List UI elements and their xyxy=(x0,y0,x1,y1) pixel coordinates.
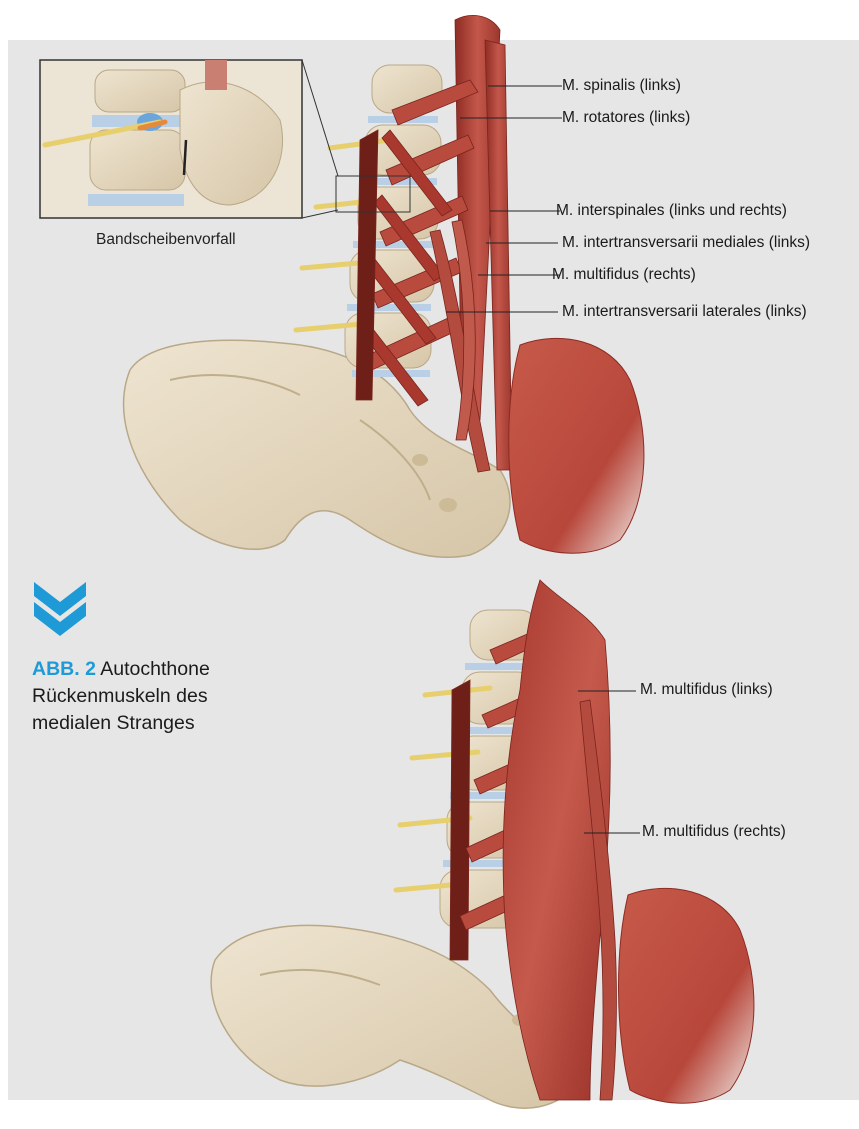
figure-title-line3: medialen Stranges xyxy=(32,712,195,734)
label-multifidus-right-top: M. multifidus (rechts) xyxy=(552,266,696,284)
inset-caption: Bandscheibenvorfall xyxy=(96,231,236,249)
top-pelvis xyxy=(124,340,510,557)
figure-title-line2: Rückenmuskeln des xyxy=(32,685,208,707)
double-chevron-down-icon xyxy=(30,578,90,638)
bottom-gluteus xyxy=(618,888,753,1103)
label-spinalis-left: M. spinalis (links) xyxy=(562,77,681,95)
label-multifidus-right-bottom: M. multifidus (rechts) xyxy=(642,823,786,841)
label-rotatores-left: M. rotatores (links) xyxy=(562,109,690,127)
label-multifidus-left: M. multifidus (links) xyxy=(640,681,773,699)
label-intertransversarii-mediales: M. intertransversarii mediales (links) xyxy=(562,234,810,252)
herniation-inset xyxy=(40,60,410,218)
bottom-anatomy xyxy=(211,580,754,1108)
top-gluteus xyxy=(509,338,644,553)
top-anatomy xyxy=(40,15,644,557)
figure-caption: ABB. 2 Autochthone Rückenmuskeln des med… xyxy=(32,656,292,737)
figure-title-line1: Autochthone xyxy=(100,658,210,680)
label-interspinales: M. interspinales (links und rechts) xyxy=(556,202,787,220)
figure-number: ABB. 2 xyxy=(32,658,96,680)
label-intertransversarii-laterales: M. intertransversarii laterales (links) xyxy=(562,303,807,321)
